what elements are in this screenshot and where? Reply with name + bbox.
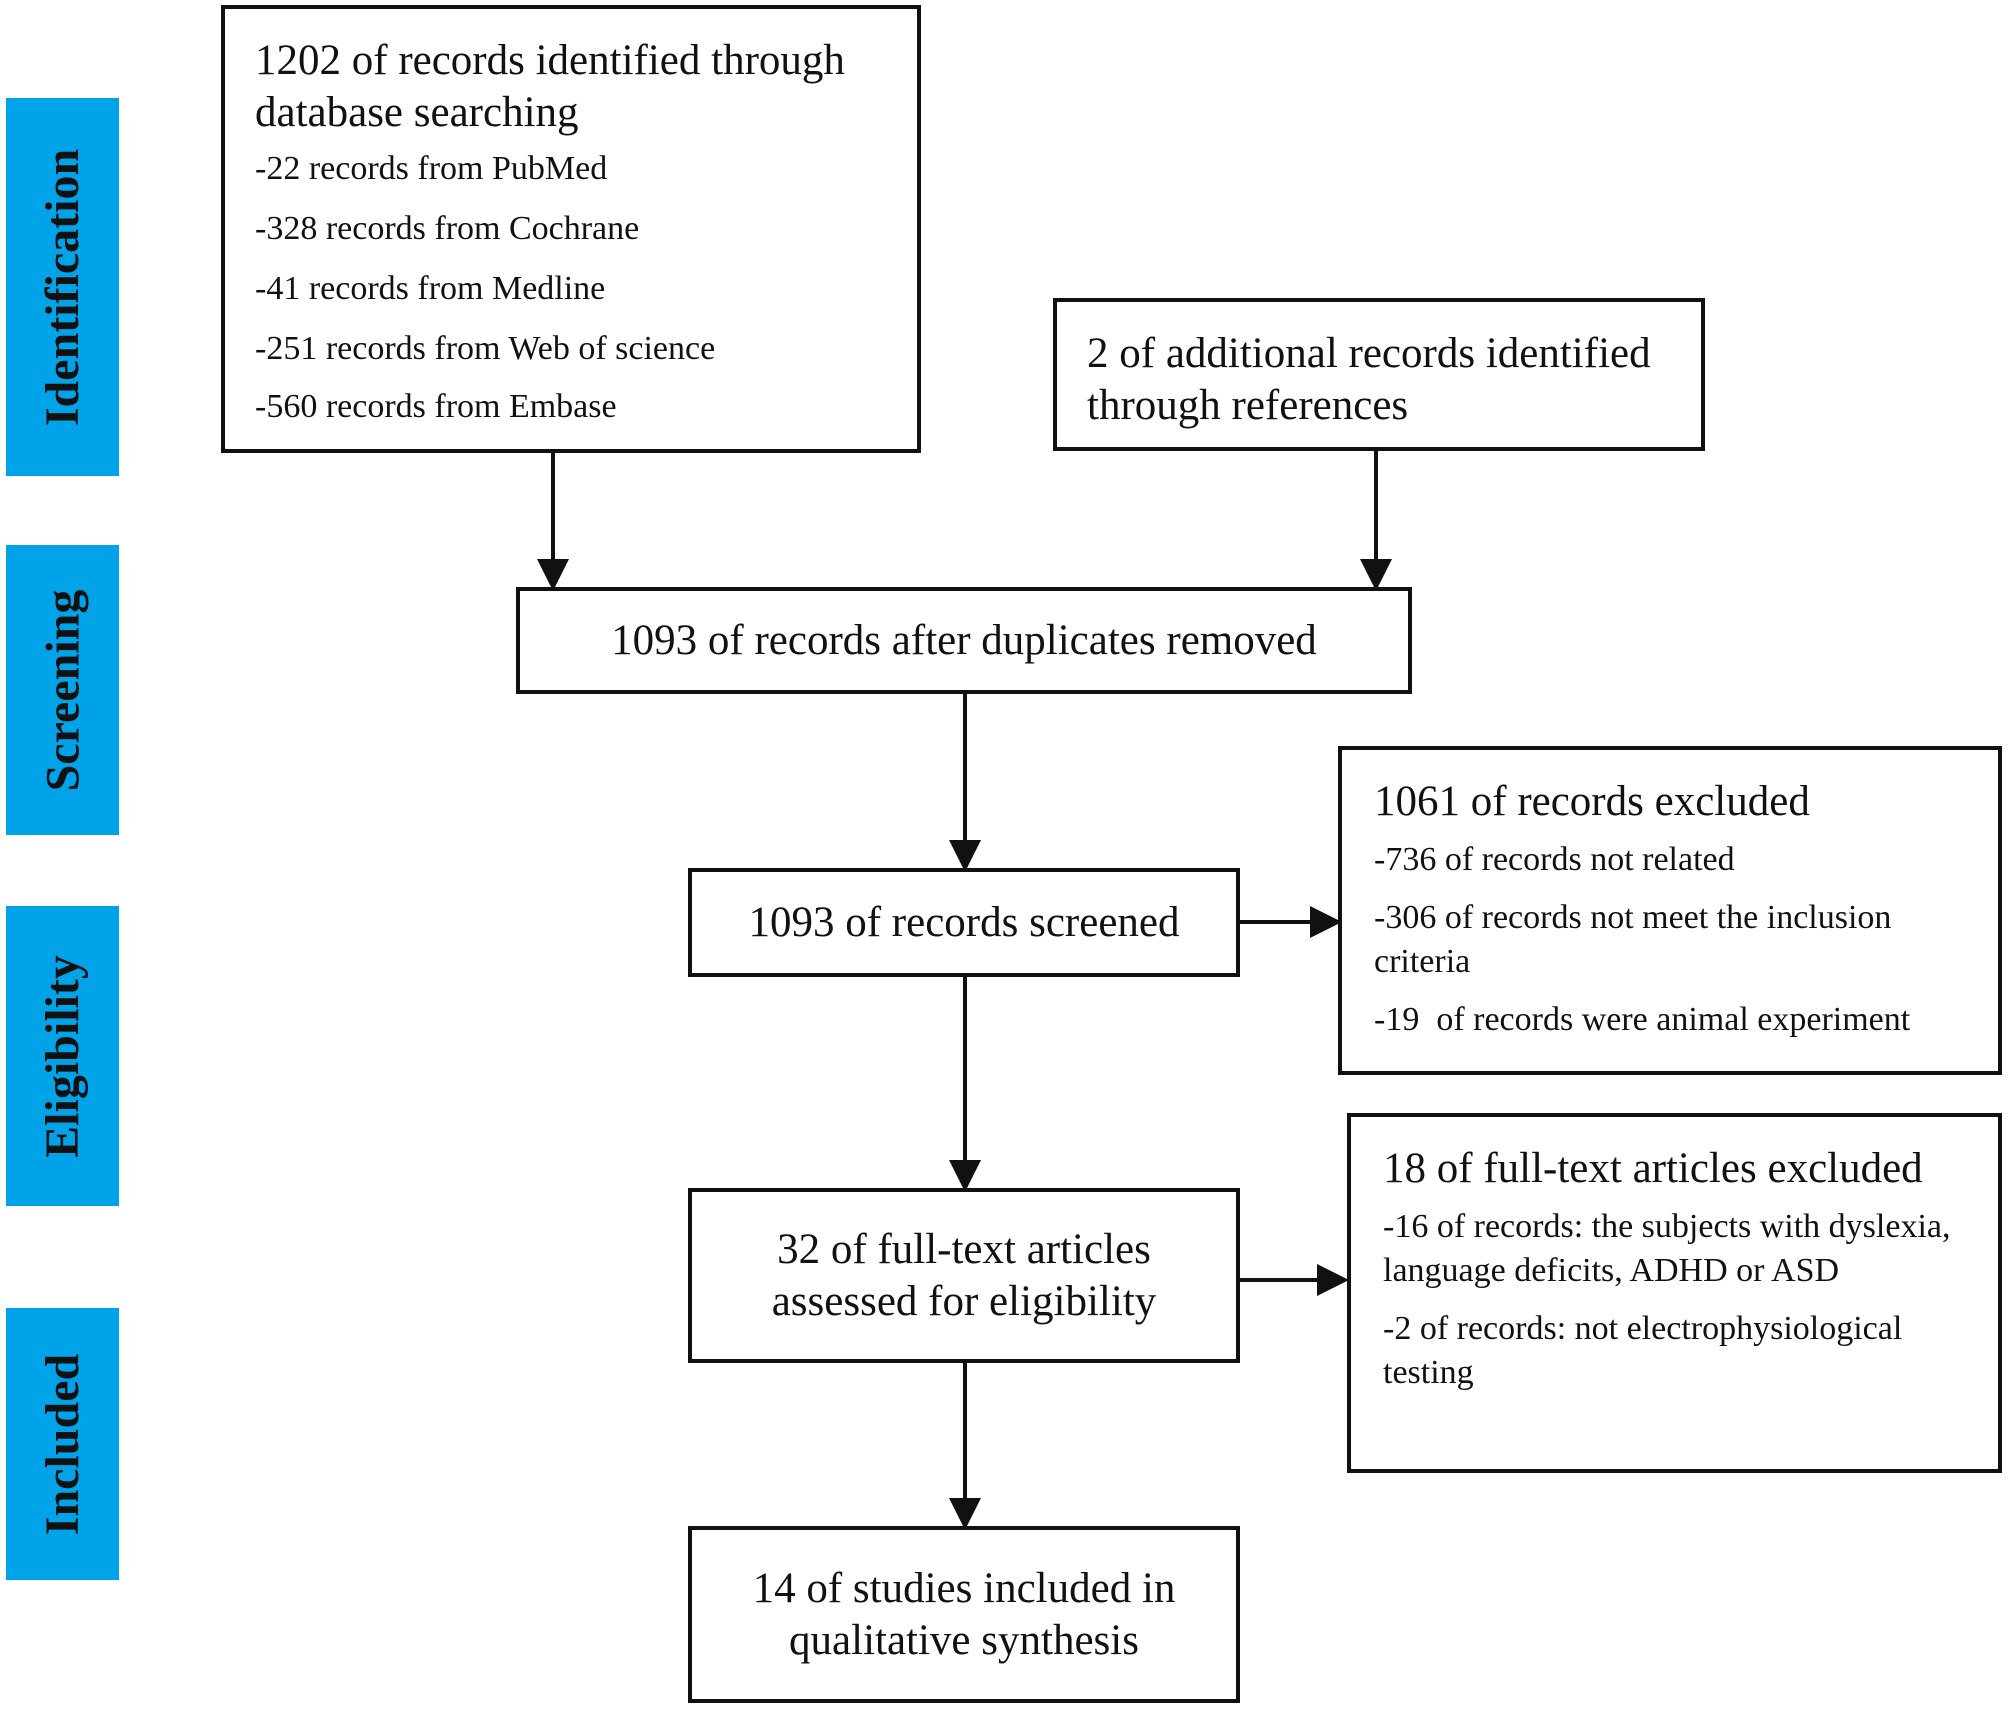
records-excluded-reason: -736 of records not related — [1374, 841, 1735, 878]
stage-eligibility: Eligibility — [6, 906, 119, 1206]
database-source-item: -41 records from Medline — [255, 270, 606, 307]
additional-records-title: 2 of additional records identified throu… — [1087, 330, 1651, 429]
database-source-item: -22 records from PubMed — [255, 150, 608, 187]
records-screened-title: 1093 of records screened — [748, 898, 1180, 946]
box-records-screened: 1093 of records screened — [688, 868, 1240, 977]
stage-included: Included — [6, 1308, 119, 1580]
database-search-title: 1202 of records identified through datab… — [255, 37, 845, 136]
fulltext-assessed-title: 32 of full-text articles assessed for el… — [771, 1225, 1157, 1325]
studies-included-title: 14 of studies included in qualitative sy… — [752, 1564, 1176, 1664]
stage-identification: Identification — [6, 98, 119, 476]
database-source-item: -251 records from Web of science — [255, 330, 716, 367]
records-excluded-reason: -306 of records not meet the inclusion c… — [1374, 899, 1892, 980]
box-fulltext-excluded: 18 of full-text articles excluded -16 of… — [1347, 1113, 2002, 1473]
records-excluded-reason: -19 of records were animal experiment — [1374, 1001, 1911, 1038]
fulltext-excluded-reason: -16 of records: the subjects with dyslex… — [1383, 1208, 1951, 1289]
duplicates-removed-title: 1093 of records after duplicates removed — [611, 616, 1317, 664]
box-fulltext-assessed: 32 of full-text articles assessed for el… — [688, 1188, 1240, 1363]
box-studies-included: 14 of studies included in qualitative sy… — [688, 1526, 1240, 1703]
records-excluded-title: 1061 of records excluded — [1374, 778, 1810, 825]
box-database-search: 1202 of records identified through datab… — [221, 5, 921, 453]
database-source-item: -560 records from Embase — [255, 388, 617, 425]
fulltext-excluded-title: 18 of full-text articles excluded — [1383, 1145, 1923, 1192]
stage-screening: Screening — [6, 545, 119, 835]
box-records-excluded: 1061 of records excluded -736 of records… — [1338, 746, 2002, 1075]
fulltext-excluded-reason: -2 of records: not electrophysiological … — [1383, 1310, 1903, 1391]
database-source-item: -328 records from Cochrane — [255, 210, 640, 247]
box-additional-records: 2 of additional records identified throu… — [1053, 298, 1705, 451]
box-duplicates-removed: 1093 of records after duplicates removed — [516, 587, 1412, 694]
